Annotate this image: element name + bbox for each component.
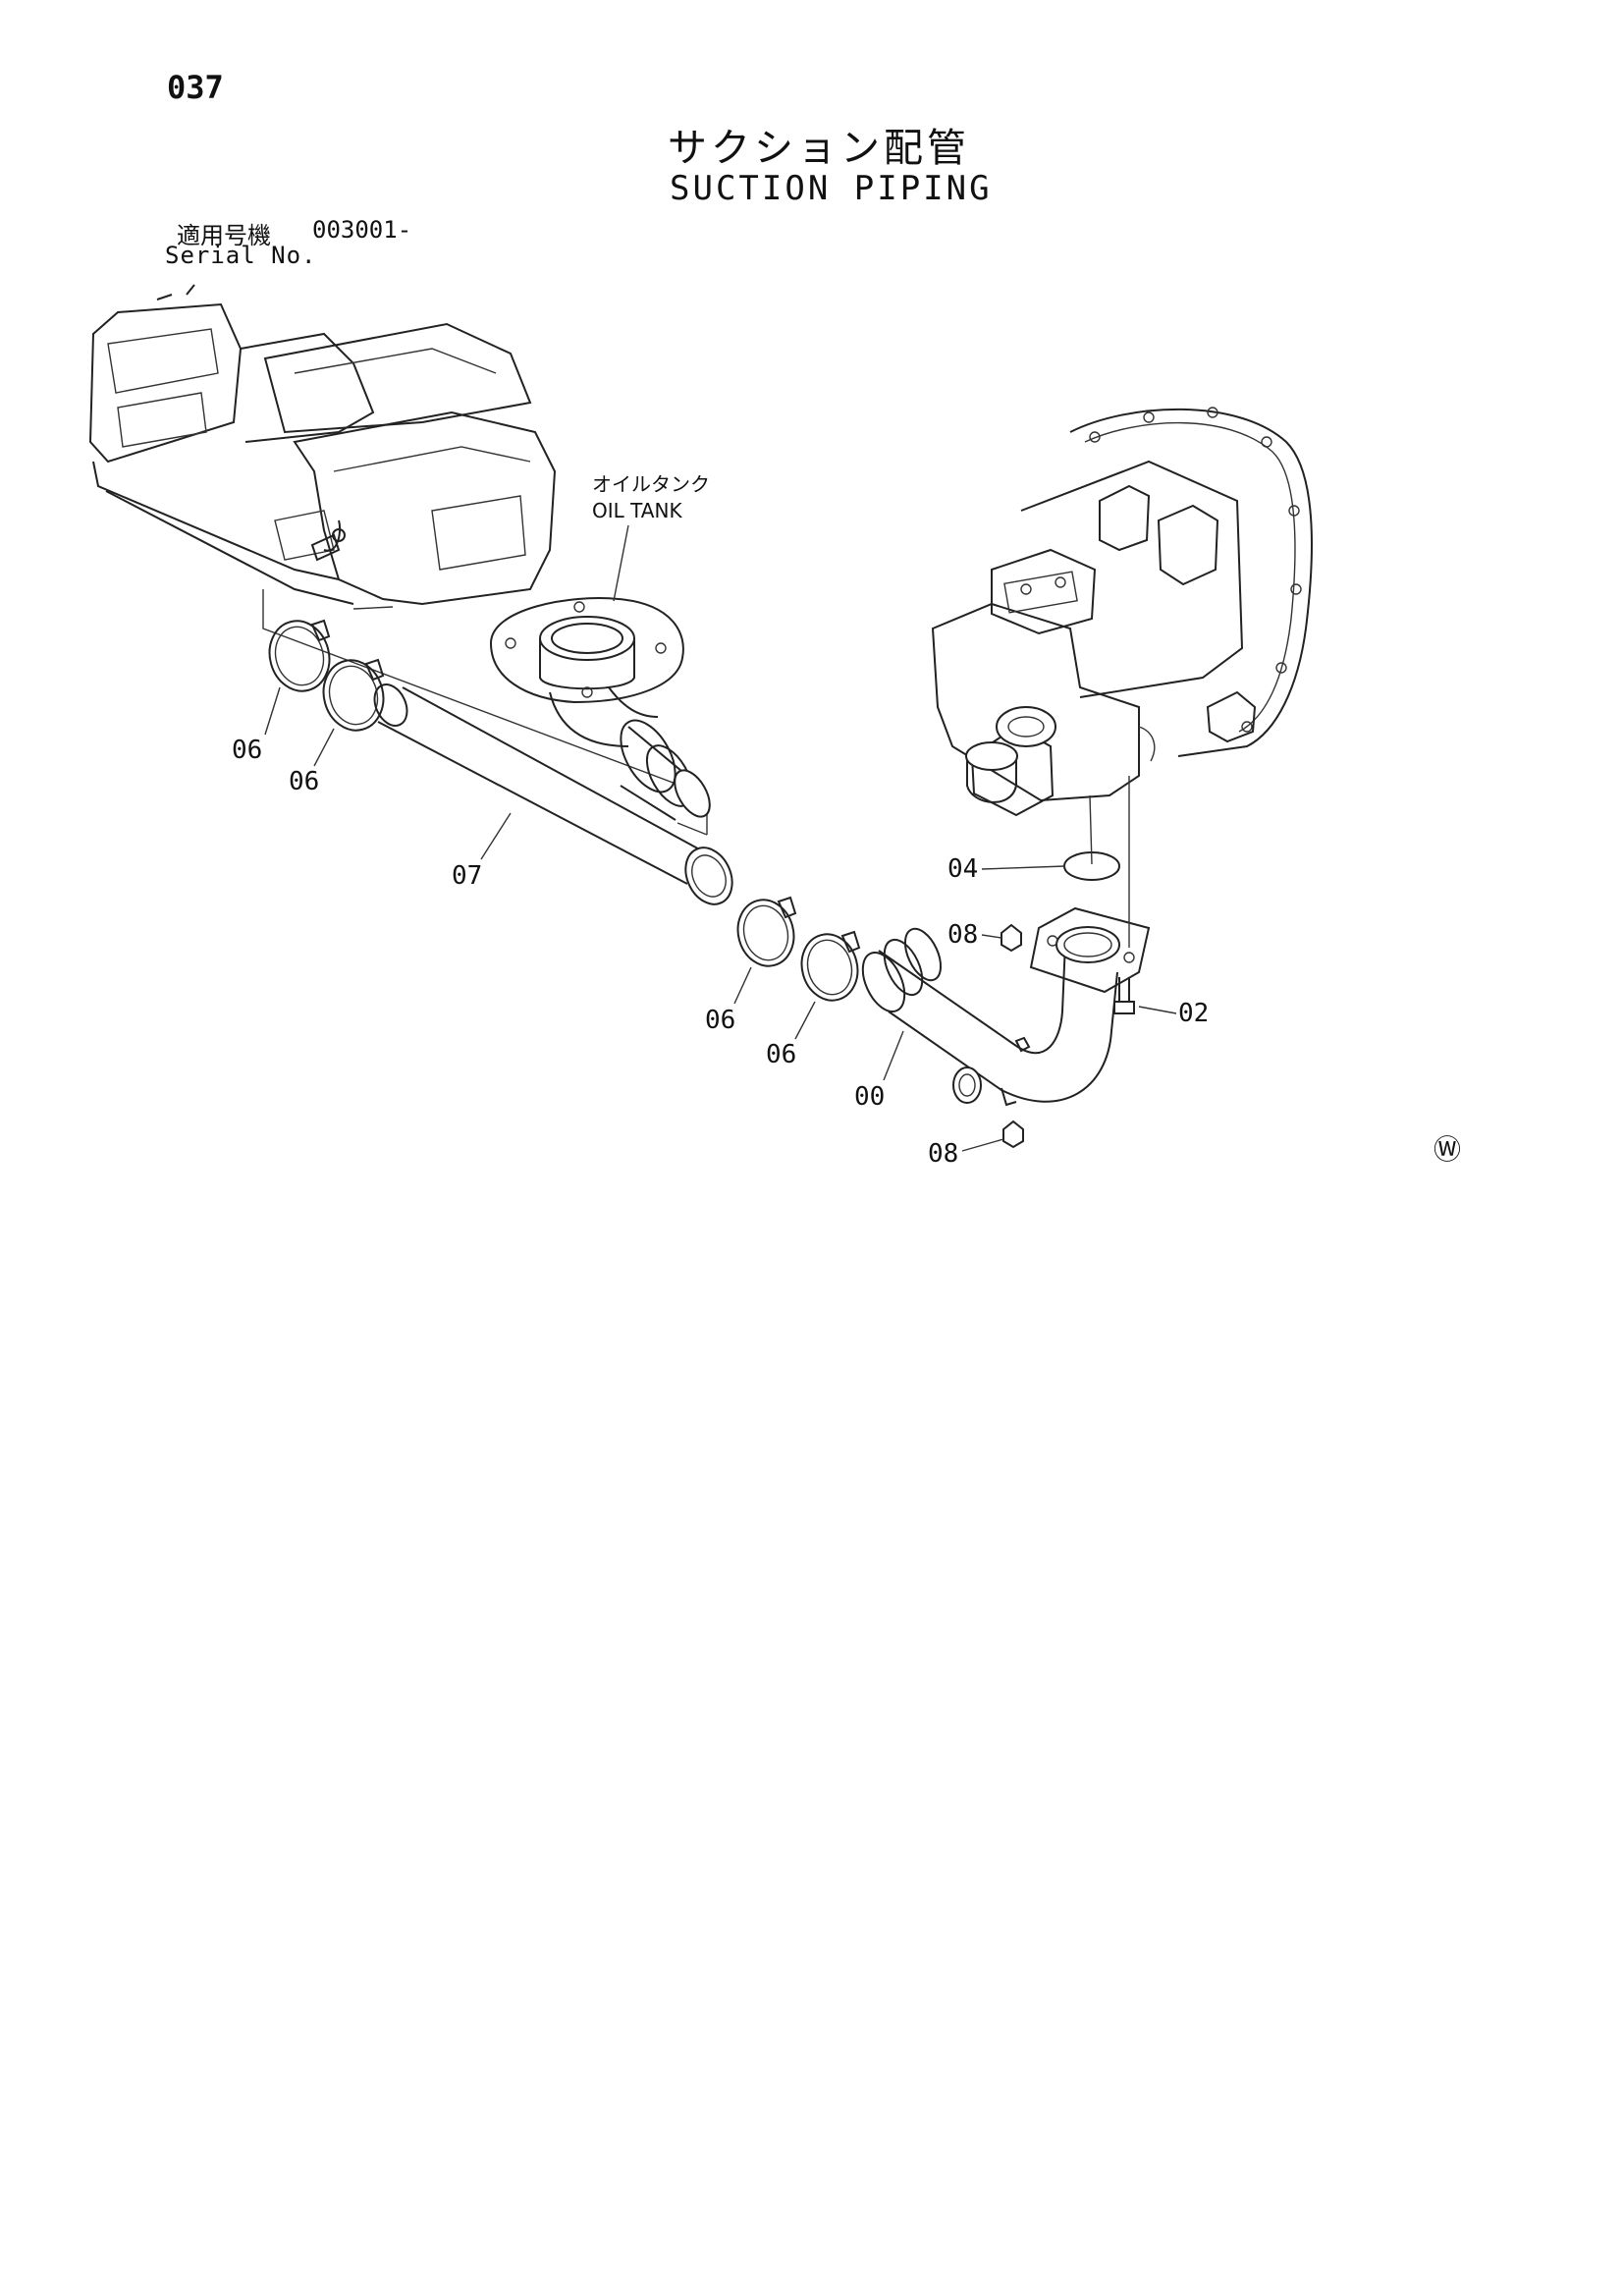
oil-tank-label-japanese: オイルタンク xyxy=(592,472,710,496)
callout-02: 02 xyxy=(1178,999,1209,1028)
hydraulic-pump-illustration xyxy=(931,407,1313,948)
callout-04: 04 xyxy=(947,854,978,884)
suction-pipe-elbow xyxy=(861,927,1118,1107)
leader-00 xyxy=(883,1030,904,1081)
callout-06-c: 06 xyxy=(705,1006,735,1035)
suction-hose xyxy=(373,683,733,905)
title-english: SUCTION PIPING xyxy=(670,169,993,208)
leader-06-d xyxy=(794,1001,816,1040)
hose-clamp-lower-2 xyxy=(800,930,861,1002)
serial-number-value: 003001- xyxy=(312,216,412,244)
leader-04 xyxy=(981,865,1066,870)
oil-tank-leader-line xyxy=(613,524,629,602)
callout-00: 00 xyxy=(854,1082,885,1112)
leader-08-a xyxy=(981,934,1002,939)
leader-06-b xyxy=(313,728,335,767)
bolt-02 xyxy=(1113,977,1135,1014)
plug-upper xyxy=(1001,923,1022,953)
oil-tank-label-english: OIL TANK xyxy=(592,499,682,522)
hose-clamp-upper-2 xyxy=(322,658,385,732)
hose-clamp-lower-1 xyxy=(736,896,797,967)
hose-clamp-upper-1 xyxy=(268,619,331,692)
w-mark-symbol: Ⓦ xyxy=(1434,1133,1461,1166)
callout-06-a: 06 xyxy=(232,736,262,765)
callout-07: 07 xyxy=(452,861,482,891)
oil-tank-flange xyxy=(489,597,711,821)
leader-08-b xyxy=(961,1138,1004,1152)
plug-lower xyxy=(1002,1120,1024,1149)
callout-08-b: 08 xyxy=(928,1139,958,1169)
page-number: 037 xyxy=(167,69,224,106)
callout-06-d: 06 xyxy=(766,1040,796,1069)
leader-02 xyxy=(1138,1006,1177,1014)
title-japanese: サクション配管 xyxy=(668,126,970,171)
leader-06-c xyxy=(733,966,752,1005)
callout-06-b: 06 xyxy=(289,767,319,796)
excavator-illustration xyxy=(88,284,557,610)
elbow-flange xyxy=(1029,906,1151,994)
serial-label-japanese: 適用号機 xyxy=(177,222,271,249)
leader-06-a xyxy=(264,686,281,736)
leader-07 xyxy=(480,812,512,860)
serial-label-english: Serial No. xyxy=(165,242,317,269)
callout-08-a: 08 xyxy=(947,920,978,950)
